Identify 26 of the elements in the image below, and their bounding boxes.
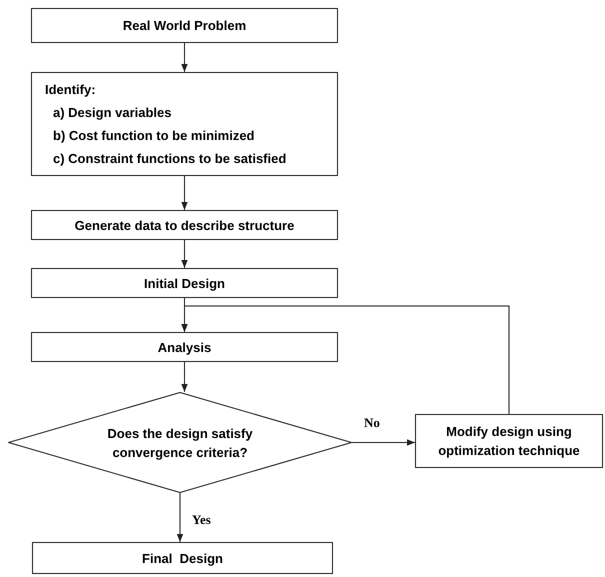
arrow bbox=[181, 42, 188, 72]
arrow bbox=[181, 306, 510, 414]
arrow bbox=[181, 362, 188, 392]
box-text: Analysis bbox=[158, 338, 212, 356]
arrow bbox=[176, 492, 184, 542]
process-box bbox=[31, 210, 338, 240]
box-text: Initial Design bbox=[144, 274, 225, 292]
list-item: b) Cost function to be minimized bbox=[52, 126, 254, 144]
list-item: a) Design variables bbox=[52, 104, 172, 122]
decision-diamond bbox=[8, 392, 352, 493]
box-text: Generate data to describe structure bbox=[74, 216, 294, 234]
box-heading: Identify: bbox=[45, 80, 96, 98]
process-box bbox=[415, 414, 603, 468]
arrow bbox=[181, 240, 188, 268]
box-text: Modify design using optimization technique bbox=[437, 423, 581, 460]
process-box bbox=[31, 268, 338, 298]
list-item: c) Constraint functions to be satisfied bbox=[52, 150, 286, 168]
process-box bbox=[32, 542, 333, 574]
process-box bbox=[31, 8, 338, 43]
process-box bbox=[31, 332, 338, 362]
process-box bbox=[31, 72, 338, 176]
arrow bbox=[352, 439, 416, 446]
box-text: Real World Problem bbox=[122, 17, 246, 35]
decision-text: Does the design satisfy convergence criteria? bbox=[106, 424, 254, 462]
box-text: Final Design bbox=[142, 550, 223, 568]
arrow bbox=[181, 176, 188, 210]
